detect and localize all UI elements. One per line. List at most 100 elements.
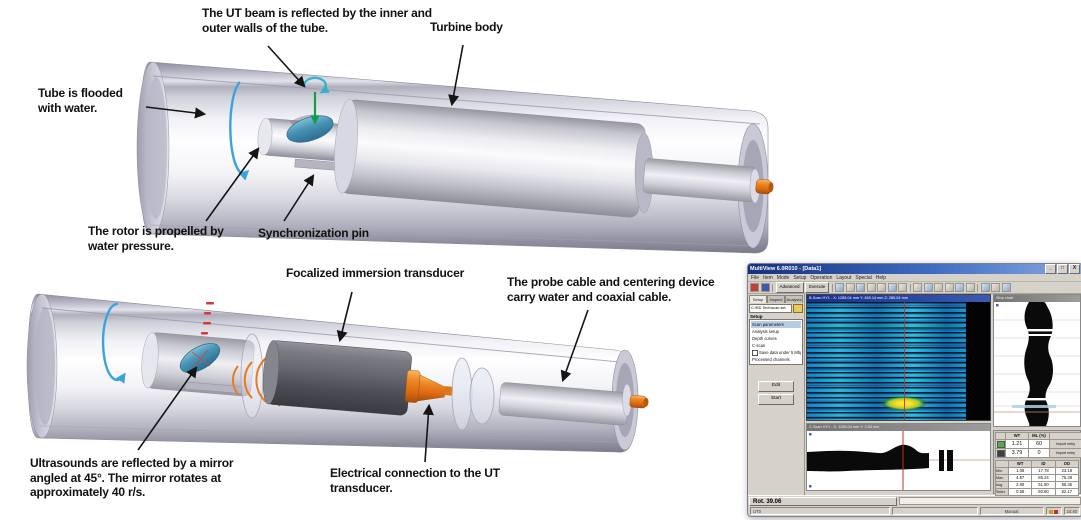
mirror-red-marks (191, 349, 211, 368)
title-bar[interactable]: MultiView 6.0R010 - [Data1] _ □ X (748, 264, 1081, 274)
label-ut-beam: The UT beam is reflected by the inner an… (202, 6, 432, 35)
menu-bar: File Item Mode Setup Operation Layout Sp… (748, 274, 1081, 282)
toolbar: Advanced Execute (748, 282, 1081, 294)
menu-setup[interactable]: Setup (793, 274, 807, 281)
bscan-black-band (966, 302, 990, 420)
bscan-title: B-Scan HY1 - X: 1285.04 mm Y: 469.14 mm … (807, 295, 990, 302)
cursor-values-table: WT ML (%) 1.21 60 Import entry 3.79 0 (995, 432, 1081, 458)
wt-value-a: 1.21 (1005, 439, 1029, 449)
tree-item-scan-parameters[interactable]: Scan parameters (751, 321, 801, 328)
tree-item-processed-channels[interactable]: Processed channels (752, 357, 790, 362)
tab-analysis[interactable]: Analysis (785, 295, 803, 303)
toolbar-icon[interactable] (856, 283, 866, 292)
menu-help[interactable]: Help (875, 274, 887, 281)
file-path-field[interactable]: C:\RD Tech\scan.set (749, 304, 792, 313)
menu-operation[interactable]: Operation (810, 274, 833, 281)
toolbar-icon[interactable] (955, 283, 965, 292)
col-header-ml: ML (%) (1028, 432, 1050, 440)
measurement-panel: WT ML (%) 1.21 60 Import entry 3.79 0 (993, 430, 1081, 496)
tree-item-save-data[interactable]: Save data under 5 Mbps (751, 349, 801, 356)
mirror-top (286, 115, 334, 143)
toolbar-icon[interactable] (835, 283, 845, 292)
menu-special[interactable]: Special (855, 274, 872, 281)
tab-setup[interactable]: Setup (749, 295, 767, 303)
menu-mode[interactable]: Mode (776, 274, 790, 281)
progress-strip (899, 497, 1081, 505)
edit-button[interactable]: Edit (758, 381, 794, 392)
toolbar-icon[interactable] (965, 283, 975, 292)
maximize-icon[interactable]: □ (1057, 264, 1068, 274)
window-body: Setup Inspect Analysis C:\RD Tech\scan.s… (748, 294, 1081, 496)
cscan-plot[interactable] (807, 431, 990, 490)
selection-highlight (1012, 405, 1056, 408)
close-icon[interactable]: X (1069, 264, 1080, 274)
stop-icon[interactable] (760, 283, 770, 292)
record-icon[interactable] (750, 283, 759, 292)
toolbar-icon[interactable] (991, 283, 1001, 292)
toolbar-icon[interactable] (934, 283, 944, 292)
status-left: UT0 (750, 507, 890, 515)
advanced-button[interactable]: Advanced (775, 282, 804, 293)
start-button[interactable]: Start (758, 394, 794, 405)
annotation-arrow-mirror (137, 366, 198, 451)
annotation-arrow-flooded (145, 106, 207, 119)
toolbar-icon[interactable] (866, 283, 876, 292)
tab-inspect[interactable]: Inspect (767, 295, 785, 303)
rotation-readout: Rot. 39.06 (749, 496, 897, 506)
toolbar-icon[interactable] (877, 283, 887, 292)
centering-ring-1 (451, 357, 473, 431)
thickness-trace (1024, 302, 1053, 426)
toolbar-icon[interactable] (923, 283, 933, 292)
bscan-image[interactable] (807, 302, 990, 420)
status-bar: UT0 Manual 24:40 (748, 506, 1081, 516)
menu-item[interactable]: Item (763, 274, 773, 281)
cscan-panel: C-Scan HY1 - X: 1285.04 mm Y: 2.54 mm (806, 423, 991, 491)
annotation-arrow-cable (560, 309, 589, 383)
window-title: MultiView 6.0R010 - [Data1] (750, 266, 822, 272)
bottom-diagram-illustration (26, 291, 649, 463)
label-sync-pin: Synchronization pin (258, 226, 369, 240)
menu-file[interactable]: File (751, 274, 760, 281)
strip-chart-plot[interactable] (994, 302, 1080, 426)
folder-icon[interactable] (793, 304, 803, 313)
ml-value-b: 0 (1028, 448, 1050, 458)
disk-icon (1049, 509, 1054, 514)
annotation-arrow-pin (283, 174, 315, 222)
annotation-arrow-turbine (448, 44, 464, 107)
toolbar-icon[interactable] (898, 283, 908, 292)
ml-value-a: 60 (1028, 439, 1050, 449)
toolbar-icon[interactable] (980, 283, 990, 292)
cursor-a-icon (996, 440, 1005, 448)
minimize-icon[interactable]: _ (1045, 264, 1056, 274)
tree-item-analysis-setup[interactable]: Analysis setup (752, 329, 779, 334)
alert-icon (1054, 509, 1059, 514)
toolbar-icon[interactable] (1001, 283, 1011, 292)
status-time: 24:40 (1063, 507, 1080, 515)
import-entry-button[interactable]: Import entry (1049, 439, 1081, 449)
import-entry-button[interactable]: Import entry (1049, 448, 1081, 458)
status-icons (1045, 507, 1062, 515)
annotation-arrow-connector (422, 403, 434, 463)
bscan-cursor-horizontal[interactable] (807, 327, 965, 328)
wt-value-b: 3.79 (1005, 448, 1029, 458)
execute-button[interactable]: Execute (805, 282, 830, 293)
annotation-arrow-transducer (336, 291, 353, 343)
annotation-arrow-rotor (205, 147, 260, 222)
cscan-title: C-Scan HY1 - X: 1285.04 mm Y: 2.54 mm (807, 424, 990, 431)
toolbar-icon[interactable] (913, 283, 923, 292)
centering-ring-2 (469, 367, 495, 425)
label-tube-flooded: Tube is flooded with water. (38, 86, 123, 115)
cursor-b-icon (996, 449, 1005, 457)
toolbar-icon[interactable] (845, 283, 855, 292)
toolbar-icon[interactable] (887, 283, 897, 292)
sidebar-tabs: Setup Inspect Analysis (749, 295, 803, 303)
menu-layout[interactable]: Layout (836, 274, 852, 281)
toolbar-icon[interactable] (944, 283, 954, 292)
tree-item-depth-curves[interactable]: Depth curves (752, 336, 777, 341)
top-diagram-illustration (136, 44, 774, 254)
rotation-readout-row: Rot. 39.06 (748, 495, 1081, 506)
bscan-cursor-vertical[interactable] (903, 302, 905, 420)
tree-item-cscan[interactable]: C-scan (752, 343, 766, 348)
checkbox-icon[interactable] (752, 349, 758, 356)
